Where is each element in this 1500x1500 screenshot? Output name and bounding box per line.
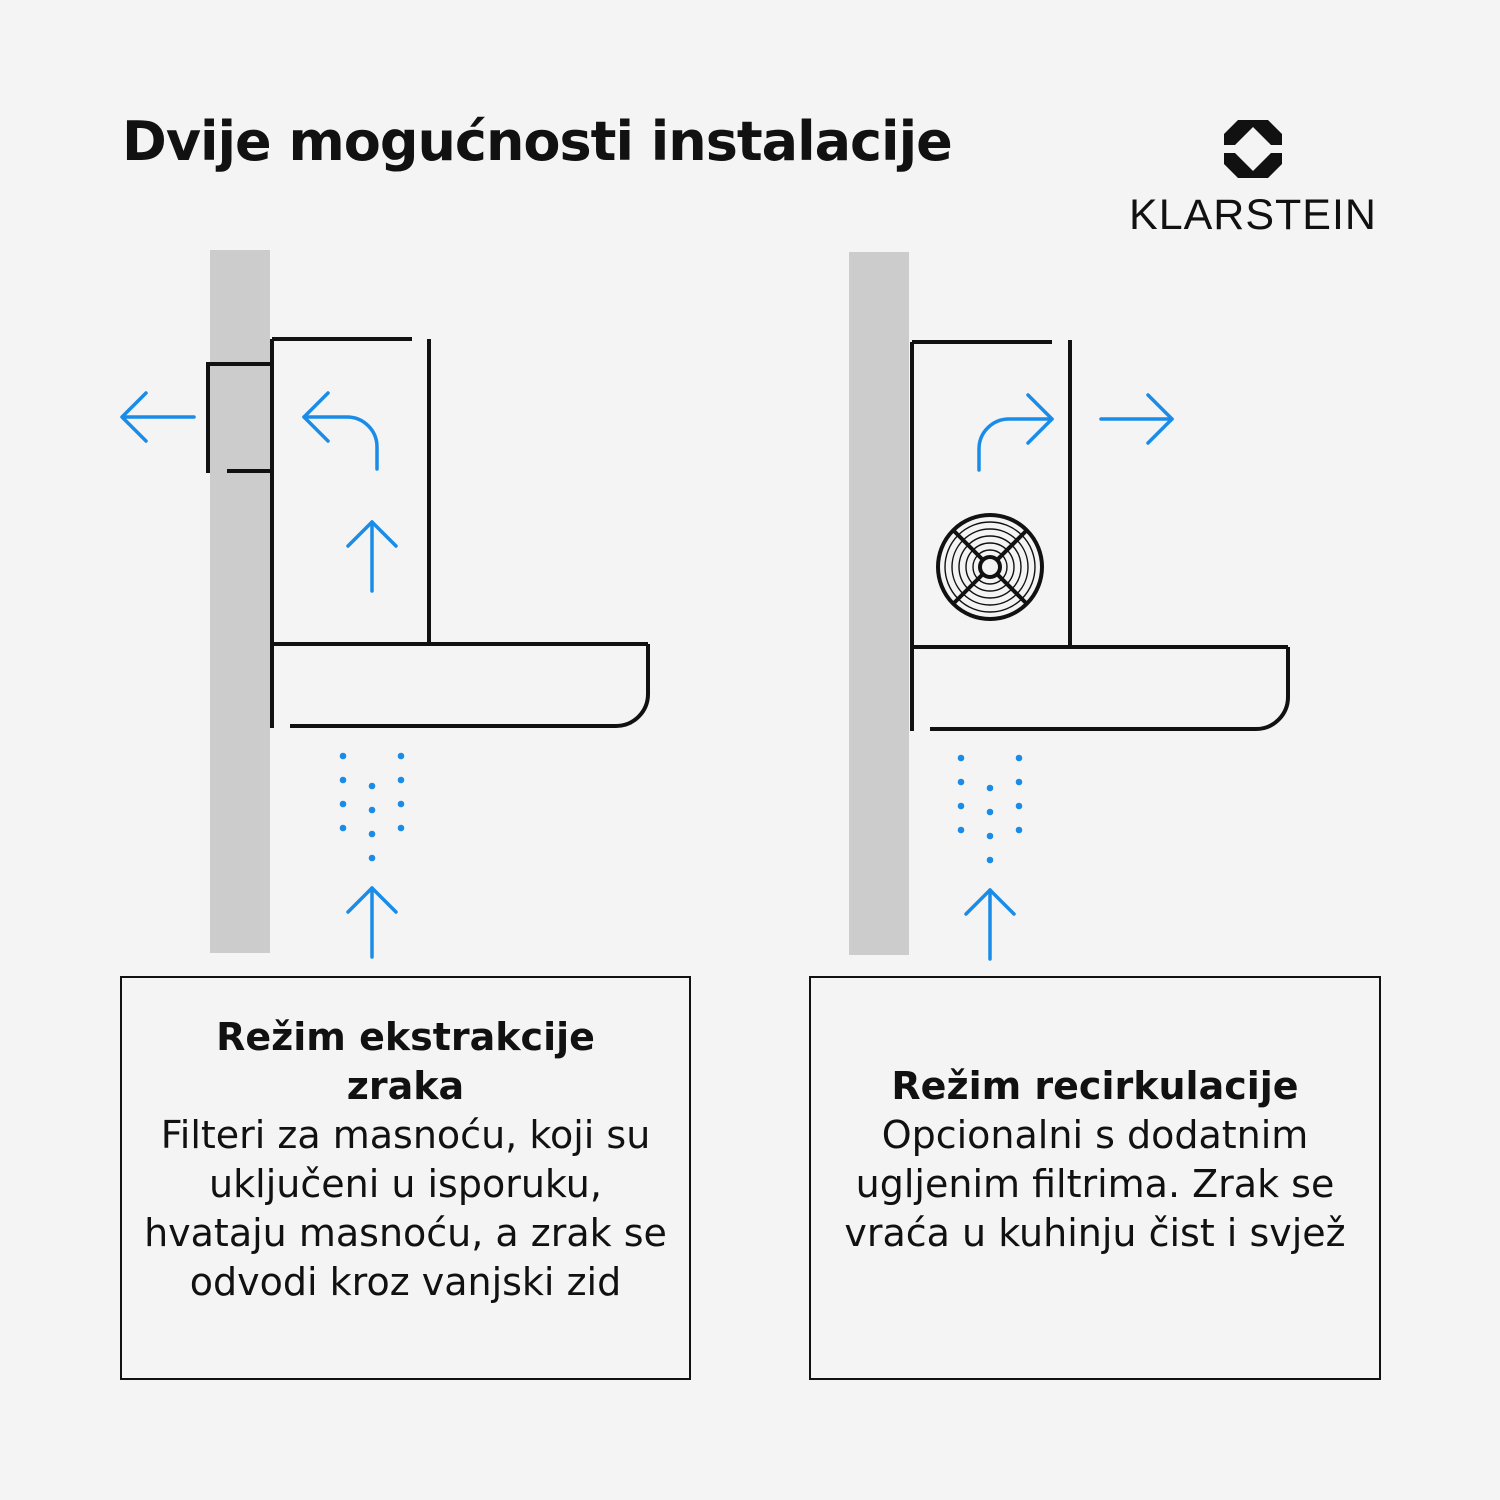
airflow-arrows-left (120, 391, 398, 959)
arrow-turn-left-icon (302, 415, 379, 471)
extraction-mode-heading: Režim ekstrakcije zraka (216, 1015, 595, 1108)
fan-icon (936, 513, 1044, 621)
wall-right (849, 252, 909, 955)
brand-logo: KLARSTEIN (1122, 118, 1384, 237)
wall-left (210, 250, 270, 953)
hood-left (206, 337, 650, 728)
recirculation-mode-heading: Režim recirkulacije (891, 1064, 1299, 1108)
klarstein-logo-icon (1222, 120, 1284, 178)
page-title: Dvije mogućnosti instalacije (122, 110, 953, 173)
hood-right (910, 340, 1290, 731)
airflow-arrows-right (964, 393, 1174, 961)
extraction-diagram (120, 250, 650, 959)
extraction-mode-box: Režim ekstrakcije zraka Filteri za masno… (120, 976, 691, 1380)
airflow-dots-right (957, 754, 1023, 864)
recirculation-diagram (849, 252, 1290, 961)
brand-name: KLARSTEIN (1129, 191, 1377, 239)
arrow-turn-right-icon (977, 417, 1054, 472)
recirculation-mode-description: Opcionalni s dodatnim ugljenim filtrima.… (844, 1113, 1346, 1255)
recirculation-mode-box: Režim recirkulacije Opcionalni s dodatni… (809, 976, 1381, 1380)
extraction-mode-description: Filteri za masnoću, koji su uključeni u … (144, 1113, 667, 1304)
airflow-dots-left (339, 752, 405, 862)
